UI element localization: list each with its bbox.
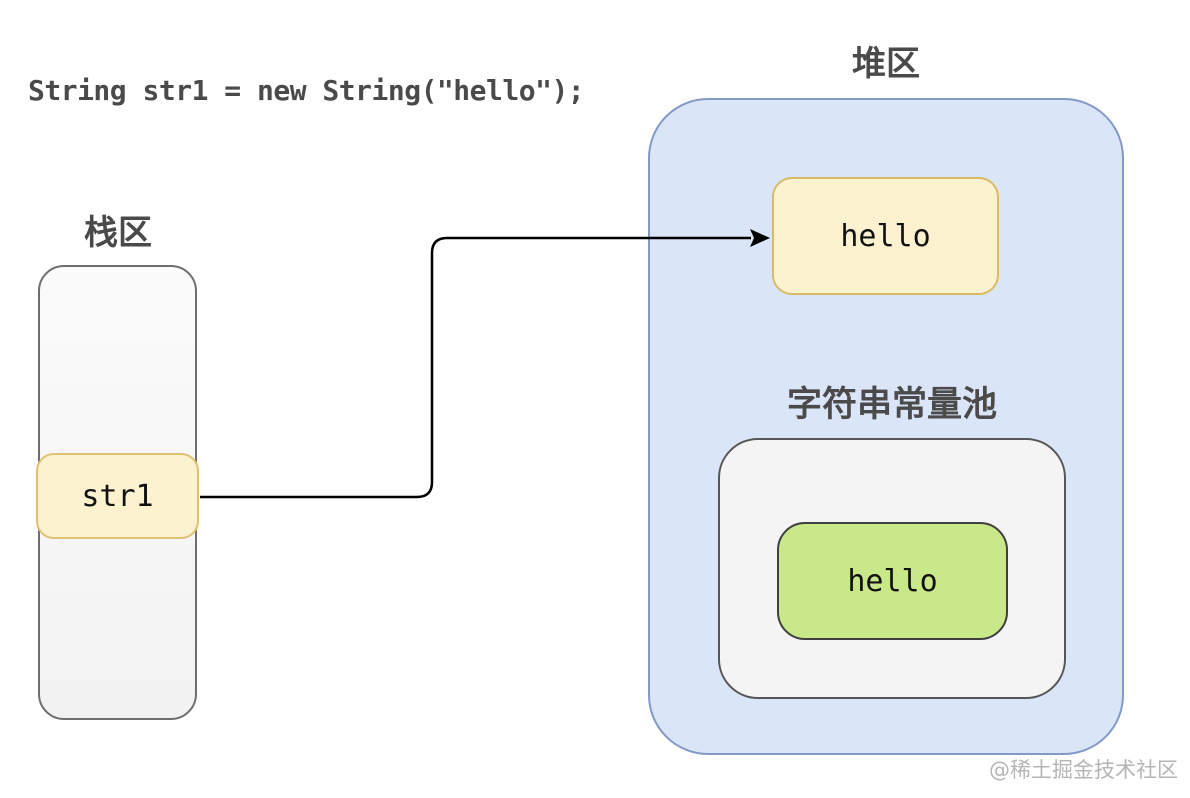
pool-string-literal-value: hello — [847, 563, 938, 599]
string-constant-pool-label: 字符串常量池 — [786, 385, 997, 425]
stack-area-label: 栈区 — [84, 213, 152, 253]
stack-variable-node: str1 — [36, 453, 199, 539]
java-code-statement: String str1 = new String("hello"); — [28, 74, 585, 107]
heap-string-object-node: hello — [772, 177, 999, 295]
pool-string-literal-node: hello — [777, 522, 1008, 640]
heap-area-label: 堆区 — [852, 44, 920, 84]
heap-string-object-value: hello — [840, 218, 931, 254]
stack-variable-name: str1 — [81, 478, 154, 514]
watermark-text: @稀土掘金技术社区 — [989, 758, 1178, 782]
